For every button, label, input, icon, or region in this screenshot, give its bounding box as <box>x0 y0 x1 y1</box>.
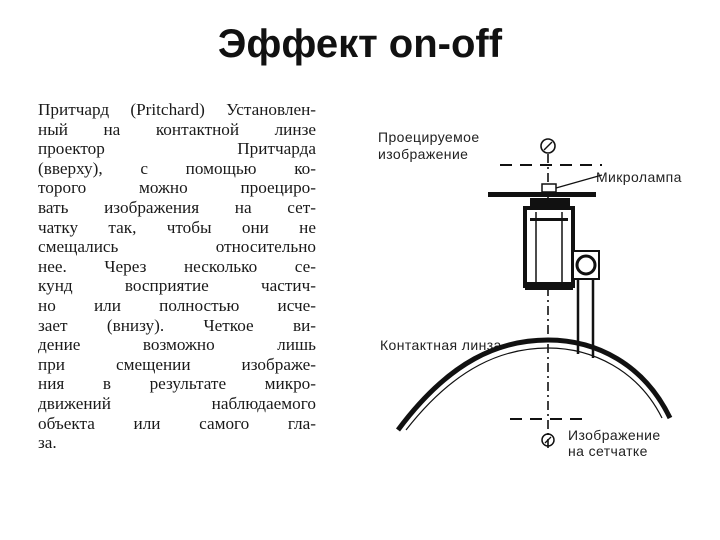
text-line: но или полностью исче- <box>38 295 316 315</box>
description-text: Притчард (Pritchard) Установлен- ный на … <box>38 100 316 453</box>
eye-surface-curve <box>395 337 673 432</box>
text-line: вать изображения на сет- <box>38 197 316 217</box>
text-line: за. <box>38 433 57 453</box>
text-line: ния в результате микро- <box>38 374 316 394</box>
label-retina-image-line2: на сетчатке <box>568 443 648 459</box>
projector-housing <box>523 198 575 290</box>
text-line: при смещении изображе- <box>38 354 316 374</box>
text-line: кунд восприятие частич- <box>38 276 316 296</box>
text-line: чатку так, чтобы они не <box>38 217 316 237</box>
microlamp-bar <box>488 192 596 197</box>
text-line: дение возможно лишь <box>38 335 316 355</box>
label-projected-image-line2: изображение <box>378 146 468 162</box>
projected-image-icon <box>540 138 556 154</box>
microlamp-icon <box>541 174 603 193</box>
contact-lens-curve <box>405 347 663 431</box>
label-retina-image-line1: Изображение <box>568 427 661 443</box>
text-line: движений наблюдаемого <box>38 393 316 413</box>
text-line: Притчард (Pritchard) Установлен- <box>38 100 316 119</box>
retina-image-icon <box>541 433 555 447</box>
label-contact-lens: Контактная линза <box>380 337 502 353</box>
text-line: зает (внизу). Четкое ви- <box>38 315 316 335</box>
side-support <box>572 250 600 358</box>
slide-title: Эффект on-off <box>217 22 503 66</box>
text-line: объекта или самого гла- <box>38 413 316 433</box>
text-line: нее. Через несколько се- <box>38 256 316 276</box>
label-projected-image-line1: Проецируемое <box>378 129 480 145</box>
text-line: проектор Притчарда <box>38 139 316 159</box>
text-line: ный на контактной линзе <box>38 119 316 139</box>
text-line: (вверху), с помощью ко- <box>38 158 316 178</box>
label-microlamp: Микролампа <box>596 169 682 185</box>
pritchard-projector-diagram: Проецируемое изображение Микролампа Конт… <box>378 129 682 459</box>
text-line: торого можно проециро- <box>38 178 316 198</box>
text-line: смещались относительно <box>38 237 316 257</box>
